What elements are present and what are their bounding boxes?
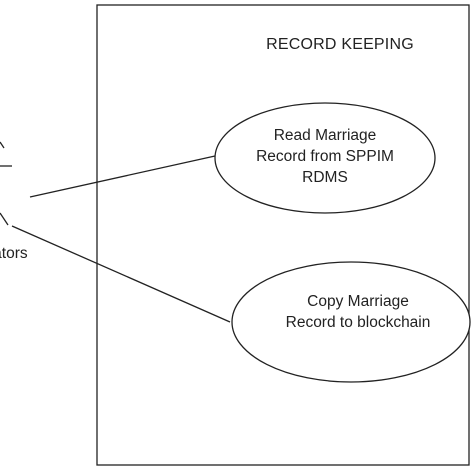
association-line-read [29, 155, 216, 198]
use-case-ellipse-read [214, 102, 436, 214]
actor-body [0, 141, 5, 149]
system-boundary [96, 4, 470, 466]
system-title: RECORD KEEPING [266, 36, 414, 53]
actor-leg [0, 212, 9, 226]
use-case-label-read: Read Marriage Record from SPPIM RDMS [256, 127, 394, 186]
use-case-label-copy: Copy Marriage Record to blockchain [285, 293, 431, 331]
association-line-copy [11, 225, 231, 323]
use-case-ellipse-copy [231, 261, 471, 383]
actor-label: rators [0, 245, 28, 262]
